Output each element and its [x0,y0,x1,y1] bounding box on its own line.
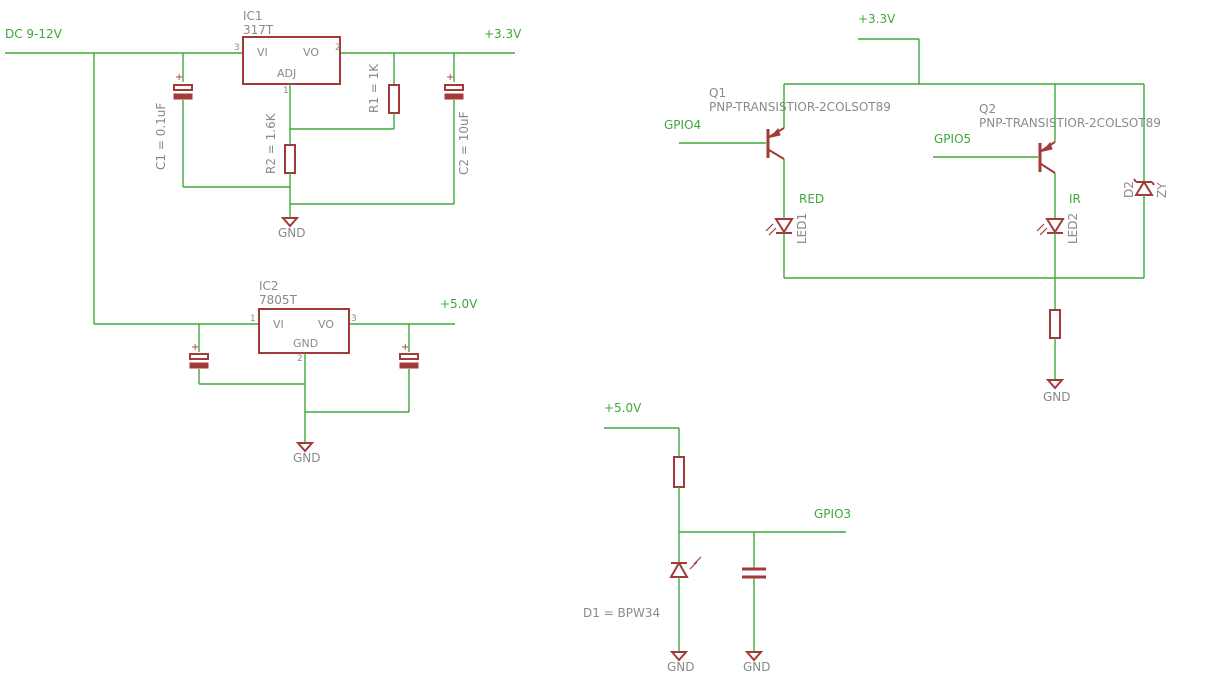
ic2-pin-in: 1 [250,314,256,324]
q2-collector [1040,163,1056,174]
v33-right-label: +3.3V [858,12,896,26]
red-label: RED [799,192,824,206]
q1-name: Q1 [709,86,726,100]
ic1-vi: VI [257,46,268,59]
ic1-section: DC 9-12V +3.3V IC1 317T VI VO ADJ 3 2 1 … [5,9,522,240]
ic2-pin-out: 3 [351,314,357,324]
led2-label: LED2 [1066,213,1080,244]
ic1-pin-adj: 1 [283,86,289,96]
led-driver-section: +3.3V Q1 PNP-TRANSISTIOR-2COLSOT89 GPIO4… [664,12,1169,404]
r3-body [1049,309,1061,339]
ic1-value: 317T [243,23,274,37]
ground-icon [295,442,315,453]
led1-label: LED1 [795,213,809,244]
c5-gnd-label: GND [743,660,771,674]
c1-plus: + [175,72,183,83]
q1-arrow [769,128,781,138]
ic2-gnd-label: GND [293,451,321,465]
c2-plate-bottom [444,93,464,100]
c4-plate-bottom [399,362,419,369]
d2-bar-tail [1133,178,1137,183]
gpio5-label: GPIO5 [934,132,971,146]
ground-icon [669,651,689,662]
photodiode-section: +5.0V GPIO3 D1 = BPW34 GND GND [583,401,851,674]
ic2-gnd: GND [293,337,318,350]
q2-name: Q2 [979,102,996,116]
gpio4-label: GPIO4 [664,118,701,132]
r1-label: R1 = 1K [367,63,381,113]
r2-body [284,144,296,174]
v50-bottom-label: +5.0V [604,401,642,415]
ic1-body [242,36,341,85]
v33-output-label: +3.3V [484,27,522,41]
c2-plate-top [444,84,464,91]
d1-gnd-label: GND [667,660,695,674]
led1-ray [768,227,777,236]
q1-value: PNP-TRANSISTIOR-2COLSOT89 [709,100,891,114]
ic2-pin-gnd: 2 [297,354,303,364]
ground-icon [744,651,764,662]
d2-name: D2 [1122,181,1136,198]
r2-label: R2 = 1.6K [264,112,278,174]
r1-body [388,84,400,114]
ic1-pin-out: 2 [335,43,341,53]
d1-ray [689,561,698,570]
led2-ray [1036,223,1045,232]
ic1-name: IC1 [243,9,263,23]
c2-label: C2 = 10uF [457,111,471,175]
ground-icon [280,217,300,228]
q2-arrow [1041,142,1053,152]
ic2-vi: VI [273,318,284,331]
led1-ray [765,223,774,232]
d1-label: D1 = BPW34 [583,606,660,620]
ic1-pin-in: 3 [234,43,240,53]
q2-value: PNP-TRANSISTIOR-2COLSOT89 [979,116,1161,130]
c4-plus: + [401,342,409,353]
led1-triangle [774,218,794,234]
ic1-vo: VO [303,46,319,59]
c1-label: C1 = 0.1uF [154,103,168,170]
c1-plate-top [173,84,193,91]
v50-output-label: +5.0V [440,297,478,311]
c3-plus: + [191,342,199,353]
led-gnd-label: GND [1043,390,1071,404]
ground-icon [1045,379,1065,390]
d2-triangle [1134,180,1154,196]
ic2-value: 7805T [259,293,298,307]
c2-plus: + [446,72,454,83]
dc-input-label: DC 9-12V [5,27,63,41]
ic2-name: IC2 [259,279,279,293]
q1-collector [768,149,785,160]
c3-plate-bottom [189,362,209,369]
ic1-adj: ADJ [277,67,296,80]
d1-ray [693,556,702,565]
led2-ray [1039,227,1048,236]
r4-body [673,456,685,488]
ic1-gnd-label: GND [278,226,306,240]
ic2-body [258,308,350,354]
d1-triangle [669,560,689,578]
ic2-section: +5.0V IC2 7805T VI VO GND 1 3 2 + + GND [93,53,478,465]
c1-plate-bottom [173,93,193,100]
gpio3-label: GPIO3 [814,507,851,521]
c3-plate-top [189,353,209,360]
led2-triangle [1045,218,1065,234]
ir-label: IR [1069,192,1081,206]
ic2-vo: VO [318,318,334,331]
d2-value: ZY [1155,182,1169,198]
d2-bar-tail [1151,181,1155,186]
c4-plate-top [399,353,419,360]
